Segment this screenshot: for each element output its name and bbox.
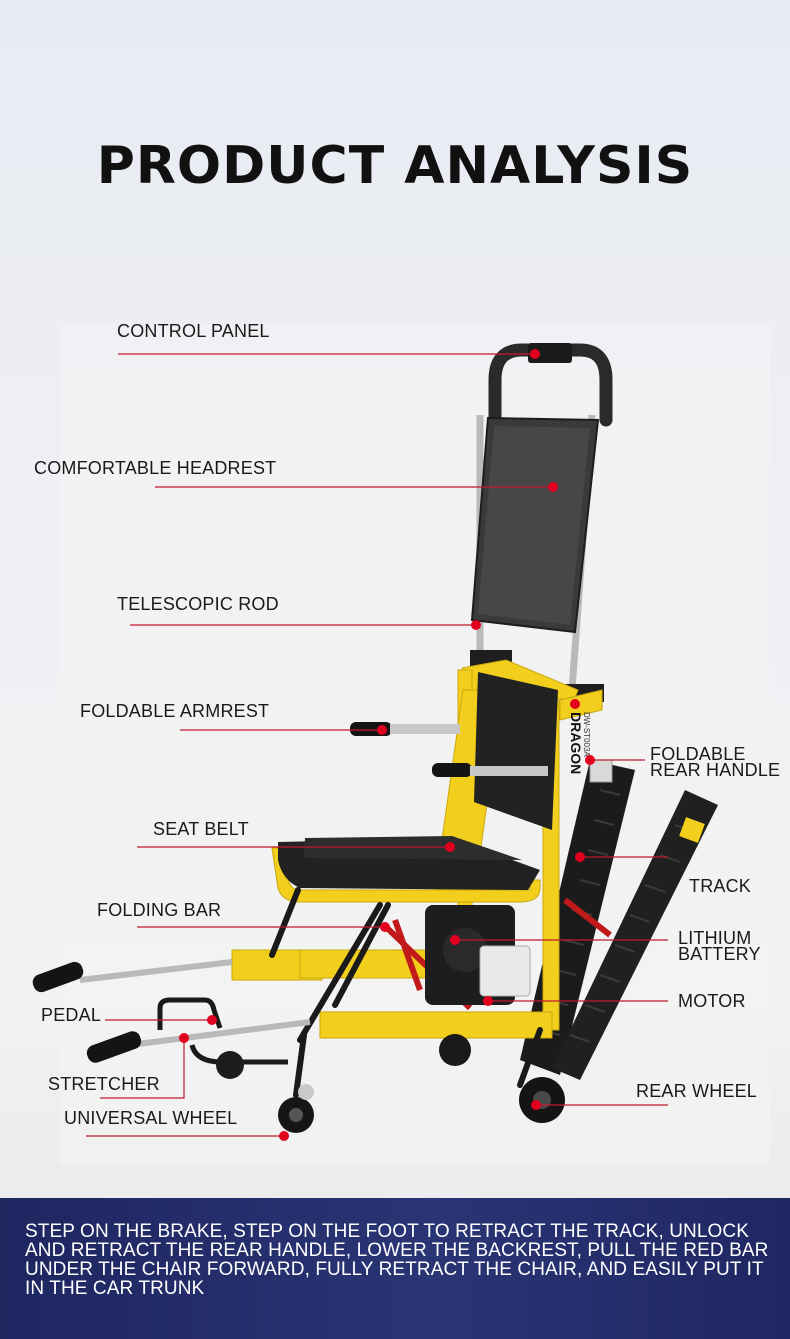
seat [278,836,540,890]
label-rear-handle-line1: FOLDABLE [650,744,746,764]
motor-battery [425,905,531,1005]
instruction-banner [0,1198,790,1339]
label-rear-handle-line2: REAR HANDLE [650,760,781,780]
brand-logo-text: DRAGON [568,712,584,774]
label-battery-line2: BATTERY [678,944,761,964]
label-armrest: FOLDABLE ARMREST [80,701,270,721]
label-rear-wheel: REAR WHEEL [636,1081,758,1101]
leader-lines [86,353,668,1137]
label-seat-belt: SEAT BELT [153,819,249,839]
label-motor: MOTOR [678,991,746,1011]
label-rear-handle: FOLDABLE REAR HANDLE [650,744,781,780]
label-telescopic-rod: TELESCOPIC ROD [117,594,279,614]
label-control-panel: CONTROL PANEL [117,321,270,341]
wheels [216,1034,565,1133]
label-folding-bar: FOLDING BAR [97,900,222,920]
stretcher-handles [32,959,311,1065]
label-battery-line1: LITHIUM [678,928,752,948]
instruction-text: STEP ON THE BRAKE, STEP ON THE FOOT TO R… [25,1221,769,1299]
callout-markers [179,349,595,1141]
label-pedal: PEDAL [41,1005,102,1025]
page-title: PRODUCT ANALYSIS [96,136,694,196]
seat-back: DRAGON DW-ST003A [474,672,591,830]
label-track: TRACK [689,876,752,896]
label-universal-wheel: UNIVERSAL WHEEL [64,1108,238,1128]
label-headrest: COMFORTABLE HEADREST [34,458,277,478]
backrest [470,343,613,702]
label-stretcher: STRETCHER [48,1074,160,1094]
label-battery: LITHIUM BATTERY [678,928,761,964]
brand-model-text: DW-ST003A [582,712,591,757]
